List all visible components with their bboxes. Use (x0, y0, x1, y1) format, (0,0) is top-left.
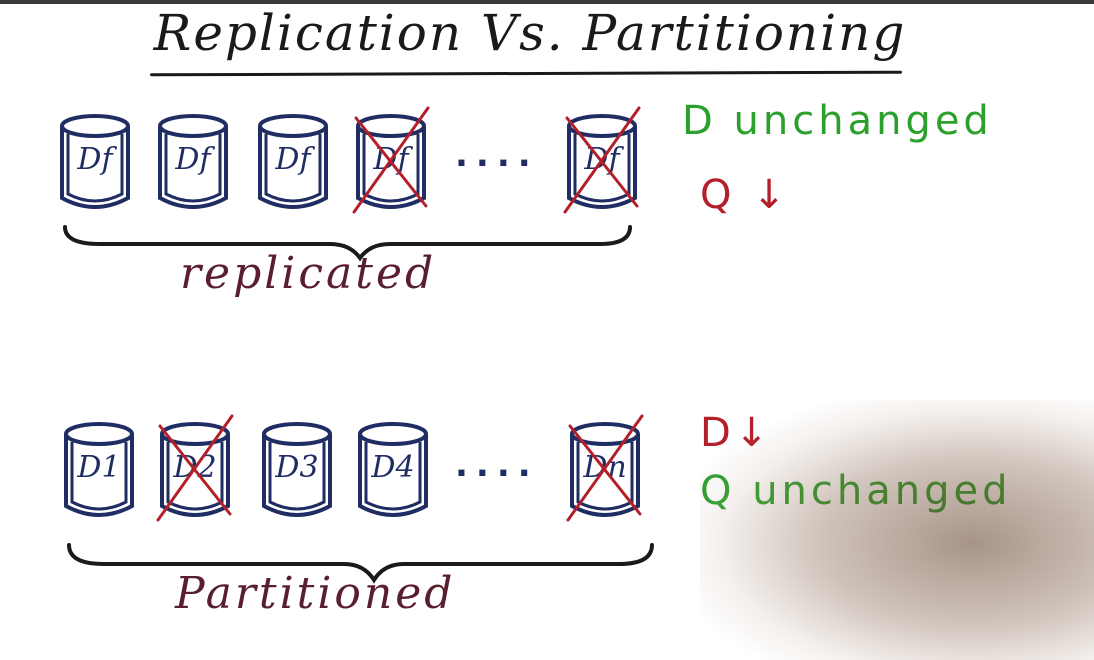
database-cylinder-icon (262, 422, 332, 517)
partitioned-cylinder-5: Dn (566, 414, 644, 522)
replicated-brace (63, 225, 632, 262)
replicated-label: replicated (180, 248, 437, 299)
cross-out-icon (156, 414, 234, 522)
replicated-cylinder-2: Df (156, 112, 230, 212)
database-cylinder-icon (570, 422, 640, 517)
partitioned-cylinder-4: D4 (356, 420, 430, 520)
top-border (0, 0, 1094, 4)
partitioned-note-d: D↓ (700, 410, 773, 456)
database-cylinder-icon (258, 114, 328, 209)
partitioned-cylinder-1: D1 (62, 420, 136, 520)
database-cylinder-icon (64, 422, 134, 517)
partitioned-label: Partitioned (175, 568, 456, 619)
replicated-cylinder-4: Df (352, 106, 430, 214)
cylinder-label: D4 (371, 450, 415, 485)
replicated-cylinder-5: Df (563, 106, 641, 214)
replicated-ellipsis: .... (455, 135, 539, 175)
cylinder-label: Df (175, 142, 211, 177)
replicated-note-q: Q ↓ (700, 172, 790, 218)
partitioned-note-q: Q unchanged (700, 468, 1012, 514)
partitioned-ellipsis: .... (455, 445, 539, 485)
cylinder-label: D3 (275, 450, 319, 485)
database-cylinder-icon (158, 114, 228, 209)
cylinder-label: Df (275, 142, 311, 177)
title-underline (149, 70, 903, 77)
database-cylinder-icon (60, 114, 130, 209)
cylinder-label: D1 (77, 450, 121, 485)
page-title: Replication Vs. Partitioning (153, 4, 907, 62)
partitioned-brace (67, 543, 654, 584)
cylinder-label: Df (77, 142, 113, 177)
cross-out-icon (563, 106, 641, 214)
cross-out-icon (352, 106, 430, 214)
cross-out-icon (566, 414, 644, 522)
replicated-cylinder-3: Df (256, 112, 330, 212)
replicated-cylinder-1: Df (58, 112, 132, 212)
replicated-note-d: D unchanged (682, 98, 993, 144)
database-cylinder-icon (358, 422, 428, 517)
partitioned-cylinder-2: D2 (156, 414, 234, 522)
partitioned-cylinder-3: D3 (260, 420, 334, 520)
